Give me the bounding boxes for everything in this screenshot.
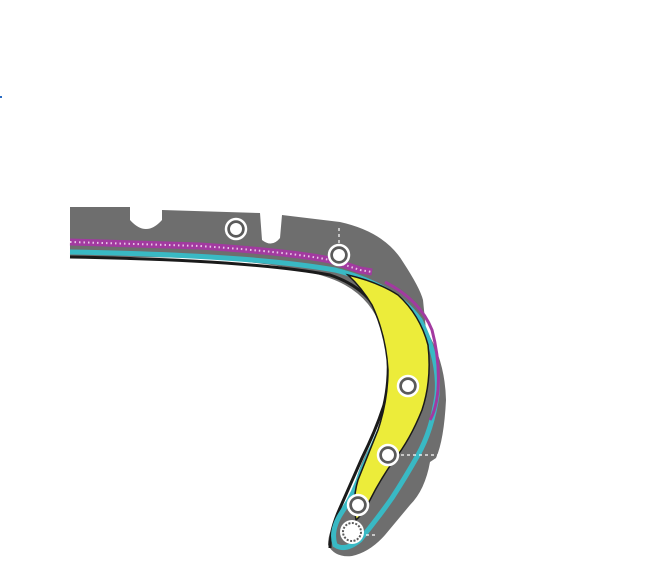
marker-filler-icon [396,374,420,398]
marker-tread-icon [224,217,248,241]
marker-lower-icon [376,443,400,467]
bead-bundle-icon [340,520,364,544]
body-ply [69,249,440,551]
belt-dots [69,241,373,273]
cap-ply [384,280,440,421]
marker-belt-icon [327,243,351,267]
marker-bead-area-icon [346,493,370,517]
inner-liner [69,255,390,549]
accent-dot [0,96,2,98]
